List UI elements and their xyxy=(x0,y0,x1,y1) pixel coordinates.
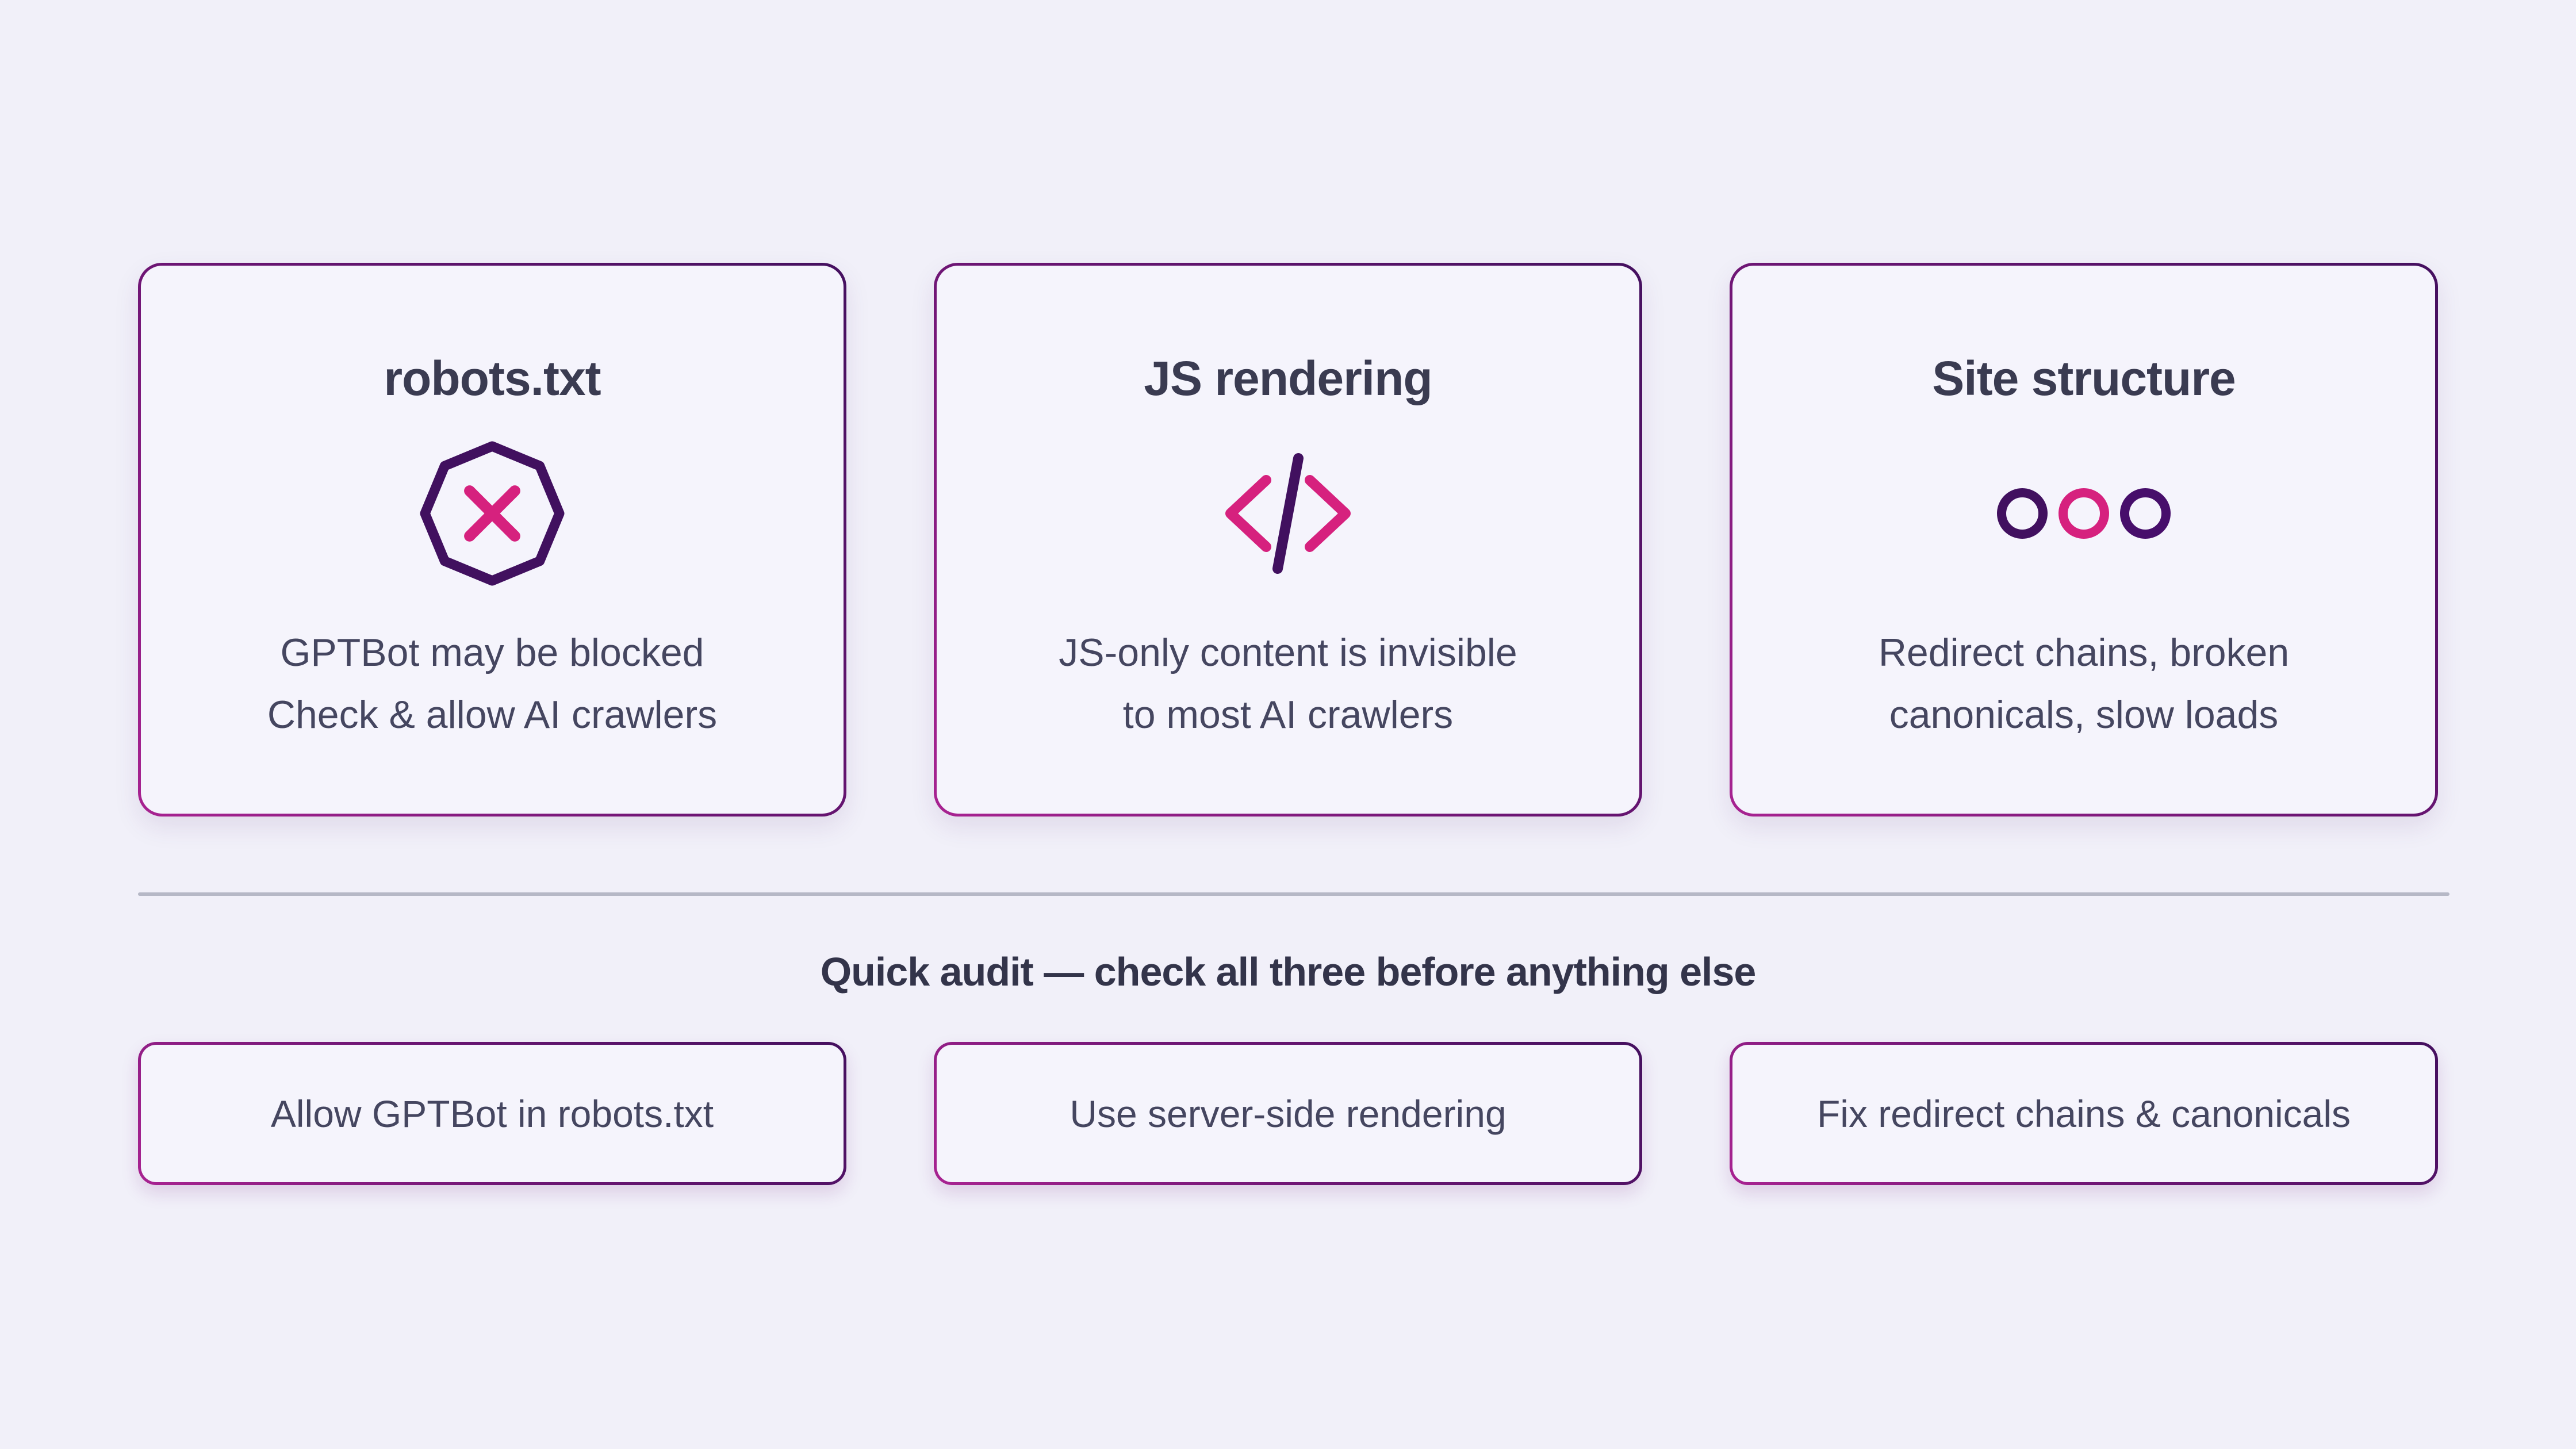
blocked-octagon-icon xyxy=(420,441,565,586)
allow-gptbot-button[interactable]: Allow GPTBot in robots.txt xyxy=(138,1042,846,1185)
code-icon xyxy=(1213,441,1363,586)
card-description-line: GPTBot may be blocked xyxy=(280,630,704,674)
fix-redirects-button-label: Fix redirect chains & canonicals xyxy=(1732,1045,2435,1182)
fix-redirects-button[interactable]: Fix redirect chains & canonicals xyxy=(1730,1042,2438,1185)
cards-row: robots.txt GPTBot may be blocked Check &… xyxy=(138,263,2438,816)
card-js-rendering: JS rendering JS-only content is invisibl… xyxy=(934,263,1642,816)
card-robots-txt-inner: robots.txt GPTBot may be blocked Check &… xyxy=(141,266,844,814)
allow-gptbot-button-label: Allow GPTBot in robots.txt xyxy=(141,1045,844,1182)
card-title: Site structure xyxy=(1932,351,2236,405)
card-description: Redirect chains, broken canonicals, slow… xyxy=(1879,622,2289,747)
card-site-structure: Site structure Redirect chains, broken c… xyxy=(1730,263,2438,816)
card-site-structure-inner: Site structure Redirect chains, broken c… xyxy=(1732,266,2435,814)
server-side-rendering-button-label: Use server-side rendering xyxy=(937,1045,1639,1182)
card-title: robots.txt xyxy=(384,351,601,405)
card-description-line: to most AI crawlers xyxy=(1122,693,1454,737)
server-side-rendering-button[interactable]: Use server-side rendering xyxy=(934,1042,1642,1185)
divider xyxy=(138,892,2450,896)
actions-row: Allow GPTBot in robots.txt Use server-si… xyxy=(138,1042,2438,1185)
card-description-line: JS-only content is invisible xyxy=(1059,630,1517,674)
card-title: JS rendering xyxy=(1144,351,1432,405)
card-description-line: canonicals, slow loads xyxy=(1889,693,2279,737)
three-circles-icon xyxy=(1996,441,2172,586)
card-robots-txt: robots.txt GPTBot may be blocked Check &… xyxy=(138,263,846,816)
card-description-line: Redirect chains, broken xyxy=(1878,630,2290,674)
card-description-line: Check & allow AI crawlers xyxy=(267,693,718,737)
audit-heading: Quick audit — check all three before any… xyxy=(820,949,1757,994)
card-description: GPTBot may be blocked Check & allow AI c… xyxy=(267,622,717,747)
card-js-rendering-inner: JS rendering JS-only content is invisibl… xyxy=(937,266,1639,814)
card-description: JS-only content is invisible to most AI … xyxy=(1059,622,1517,747)
